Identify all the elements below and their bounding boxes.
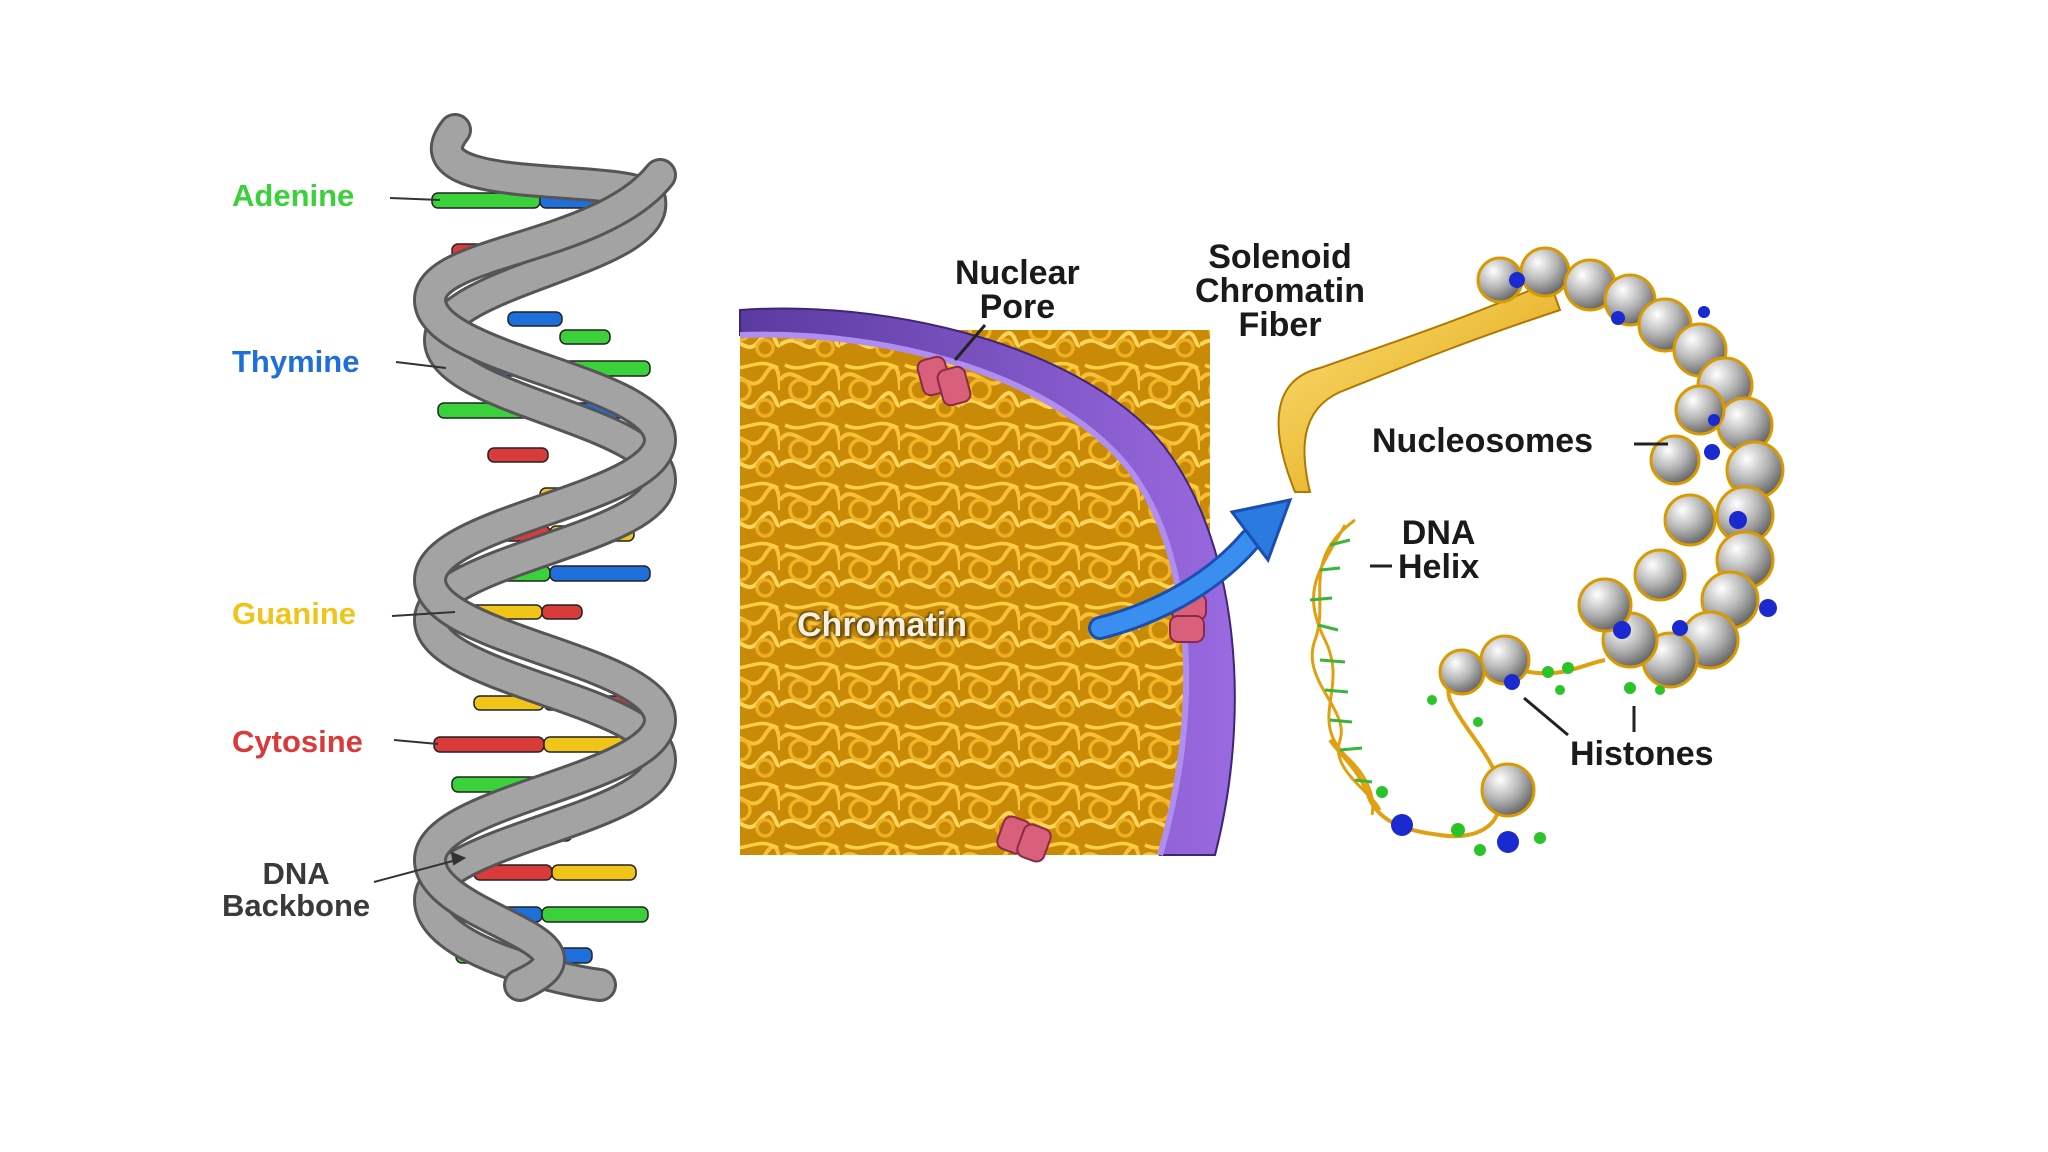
- thymine-label: Thymine: [232, 344, 359, 380]
- cell-nucleus: [740, 309, 1290, 864]
- nuclear-pore-label: Nuclear Pore: [955, 256, 1080, 324]
- dna-backbone-label: DNA Backbone: [222, 858, 370, 922]
- free-nucleosomes: [1440, 636, 1534, 816]
- dna-backbone: [430, 130, 660, 985]
- dna-backbone-label-line1: DNA: [222, 858, 370, 890]
- histones-label: Histones: [1570, 737, 1714, 771]
- solenoid-fiber-label-line1: Solenoid: [1195, 240, 1365, 274]
- nuclear-pore-label-line2: Pore: [955, 290, 1080, 324]
- solenoid-fiber-label-line2: Chromatin: [1195, 274, 1365, 308]
- guanine-label: Guanine: [232, 596, 356, 632]
- cytosine-label: Cytosine: [232, 724, 363, 760]
- solenoid-fiber-label: Solenoid Chromatin Fiber: [1195, 240, 1365, 342]
- nuclear-pore-label-line1: Nuclear: [955, 256, 1080, 290]
- solenoid-fiber-label-line3: Fiber: [1195, 308, 1365, 342]
- dna-backbone-label-line2: Backbone: [222, 890, 370, 922]
- dna-helix-label: DNA Helix: [1398, 516, 1479, 584]
- dna-double-helix: [374, 130, 662, 985]
- adenine-label: Adenine: [232, 178, 354, 214]
- chromatin-label: Chromatin: [797, 606, 967, 645]
- dna-helix-label-line2: Helix: [1398, 550, 1479, 584]
- dna-helix-strand: [1310, 520, 1380, 815]
- dna-helix-label-line1: DNA: [1398, 516, 1479, 550]
- nucleosomes-label: Nucleosomes: [1372, 424, 1593, 458]
